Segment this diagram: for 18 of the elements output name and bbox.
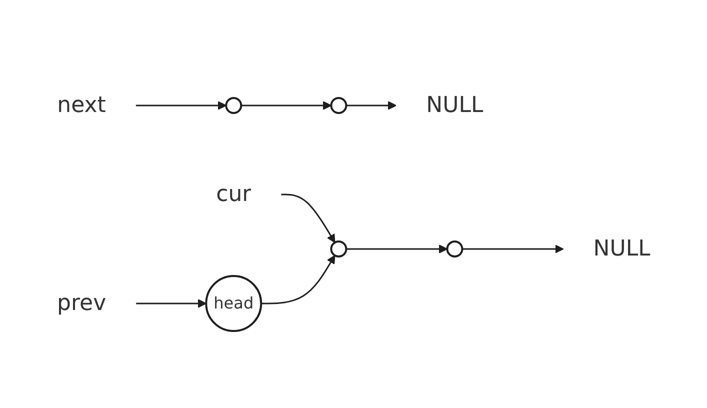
node-circle: head <box>205 274 262 332</box>
arrow <box>136 100 226 110</box>
arrow <box>136 298 206 308</box>
node-text: next <box>57 92 106 118</box>
arrow <box>346 100 396 110</box>
node-circle <box>330 240 348 257</box>
arrow <box>462 244 564 253</box>
arrow <box>260 254 336 304</box>
node-circle <box>330 96 348 114</box>
node-text: prev <box>56 290 106 316</box>
arrow <box>240 100 332 110</box>
node-text: NULL <box>593 236 650 261</box>
arrow <box>346 244 448 253</box>
node-circle <box>224 96 242 114</box>
arrow <box>281 193 336 242</box>
node-circle <box>446 240 464 257</box>
node-text: NULL <box>426 92 484 118</box>
node-text: cur <box>216 182 252 207</box>
